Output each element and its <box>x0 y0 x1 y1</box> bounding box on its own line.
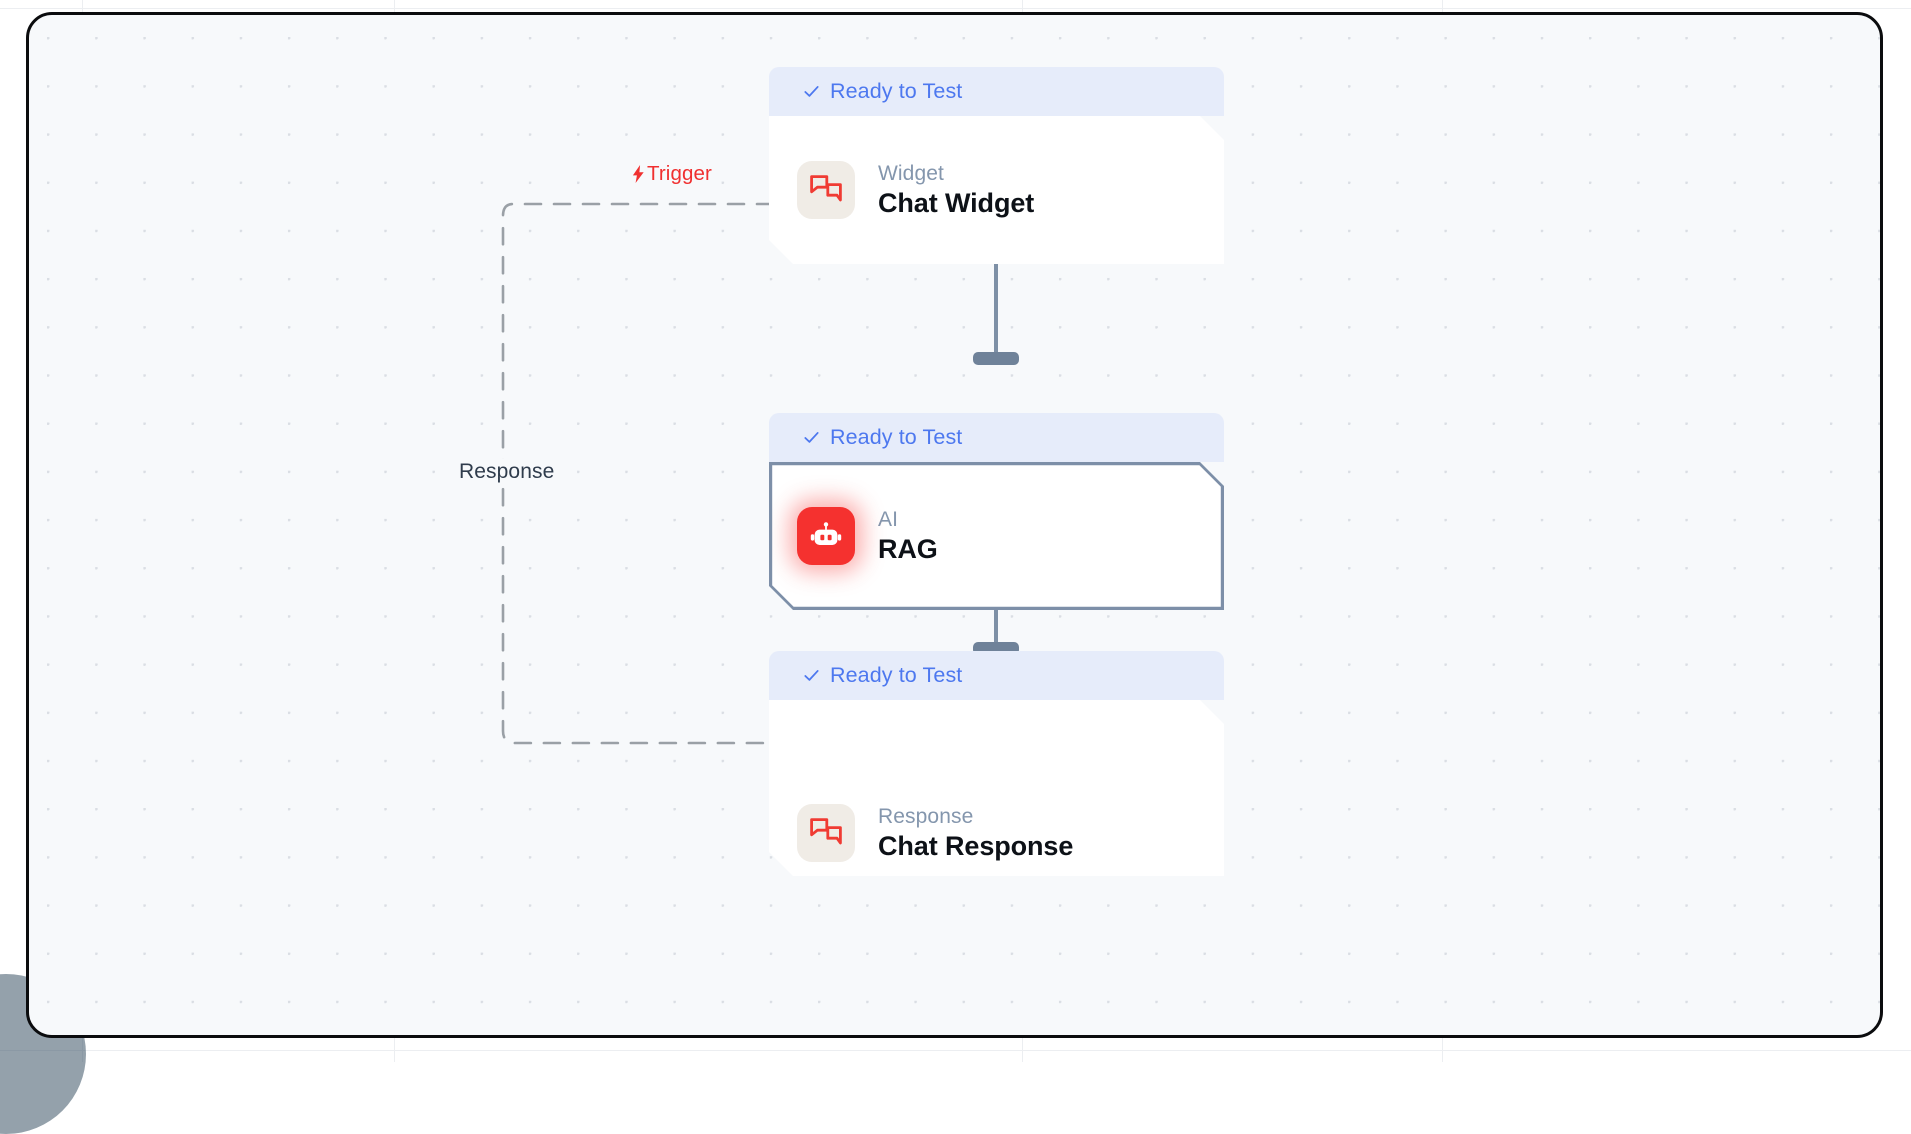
node-chat-widget[interactable]: Ready to Test Widget Chat Widget <box>769 67 1224 264</box>
node-text: Widget Chat Widget <box>878 162 1034 219</box>
check-icon <box>802 82 821 101</box>
node-status-label: Ready to Test <box>830 79 962 104</box>
node-title: Chat Response <box>878 831 1073 862</box>
node-text: Response Chat Response <box>878 805 1073 862</box>
edge-label-trigger: Trigger <box>625 161 718 187</box>
lightning-bolt-icon <box>631 165 646 183</box>
check-icon <box>802 428 821 447</box>
node-kind-label: Response <box>878 805 1073 829</box>
node-body[interactable]: Response Chat Response <box>769 700 1224 876</box>
connector-line <box>994 249 998 357</box>
backdrop-divider <box>0 1050 1911 1051</box>
backdrop-divider <box>0 8 1911 9</box>
node-rag[interactable]: Ready to Test AI RAG <box>769 413 1224 610</box>
edge-label-response: Response <box>453 459 560 485</box>
chat-bubbles-icon <box>797 161 855 219</box>
check-icon <box>802 666 821 685</box>
node-body[interactable]: AI RAG <box>769 462 1224 610</box>
node-kind-label: AI <box>878 508 938 532</box>
node-status-label: Ready to Test <box>830 663 962 688</box>
node-title: Chat Widget <box>878 188 1034 219</box>
connector-handle-target[interactable] <box>973 352 1019 365</box>
node-body[interactable]: Widget Chat Widget <box>769 116 1224 264</box>
workflow-canvas[interactable]: Trigger Response Ready to Test <box>26 12 1883 1038</box>
node-title: RAG <box>878 534 938 565</box>
node-status-label: Ready to Test <box>830 425 962 450</box>
robot-icon <box>797 507 855 565</box>
chat-bubbles-icon <box>797 804 855 862</box>
node-text: AI RAG <box>878 508 938 565</box>
node-kind-label: Widget <box>878 162 1034 186</box>
edge-label-trigger-text: Trigger <box>647 162 712 186</box>
node-status-header: Ready to Test <box>769 413 1224 462</box>
node-status-header: Ready to Test <box>769 67 1224 116</box>
node-status-header: Ready to Test <box>769 651 1224 700</box>
node-chat-response[interactable]: Ready to Test Response Chat Response <box>769 651 1224 876</box>
